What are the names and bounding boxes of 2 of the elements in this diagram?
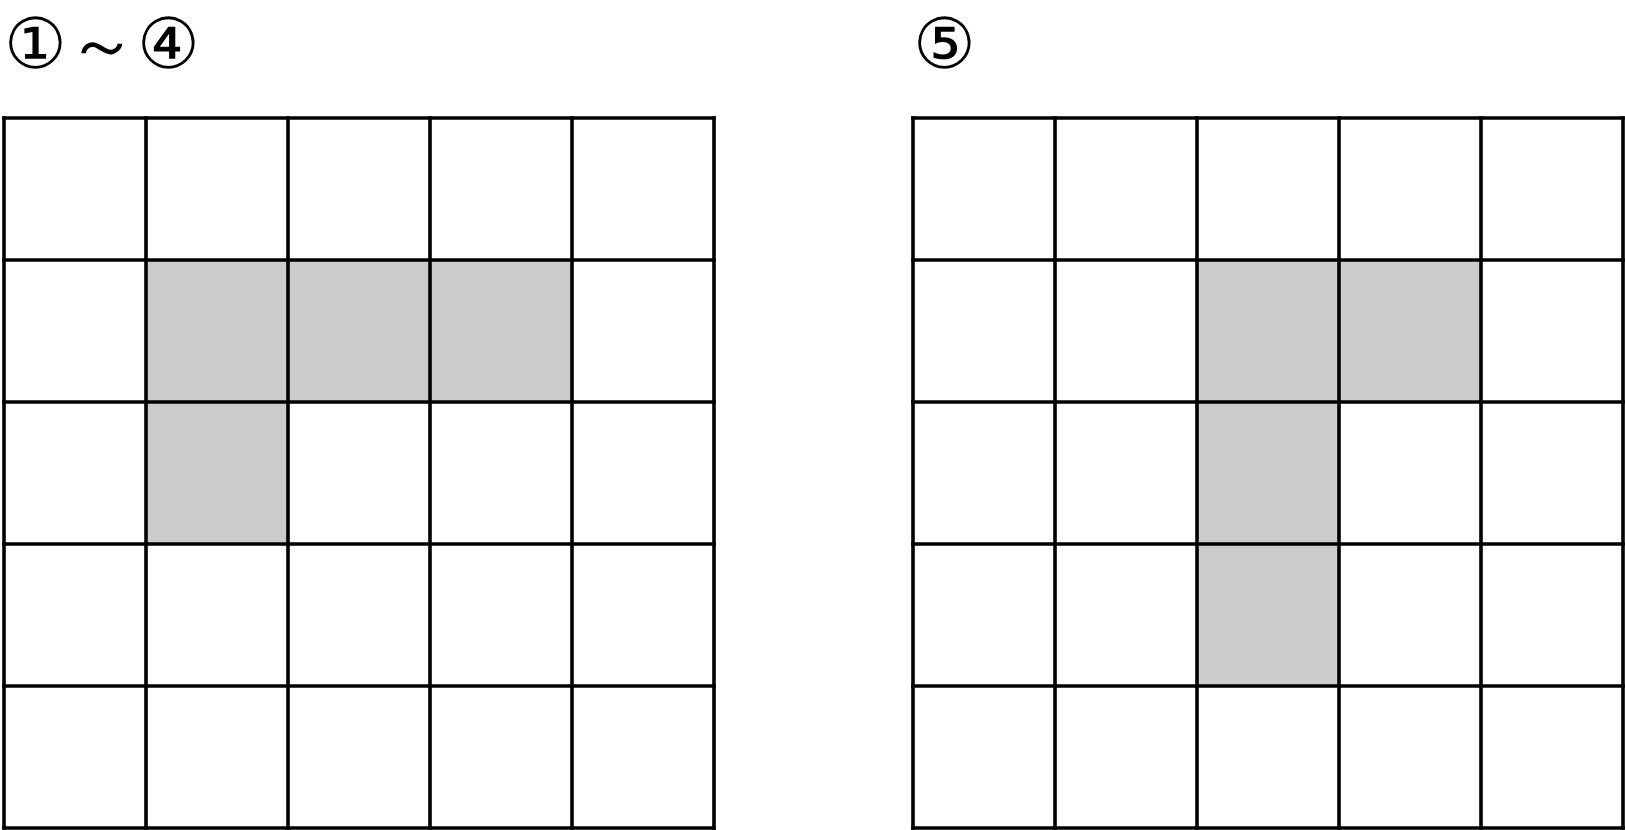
grid-heading: ①～④ bbox=[4, 6, 200, 83]
grid-heading: ⑤ bbox=[913, 6, 976, 83]
